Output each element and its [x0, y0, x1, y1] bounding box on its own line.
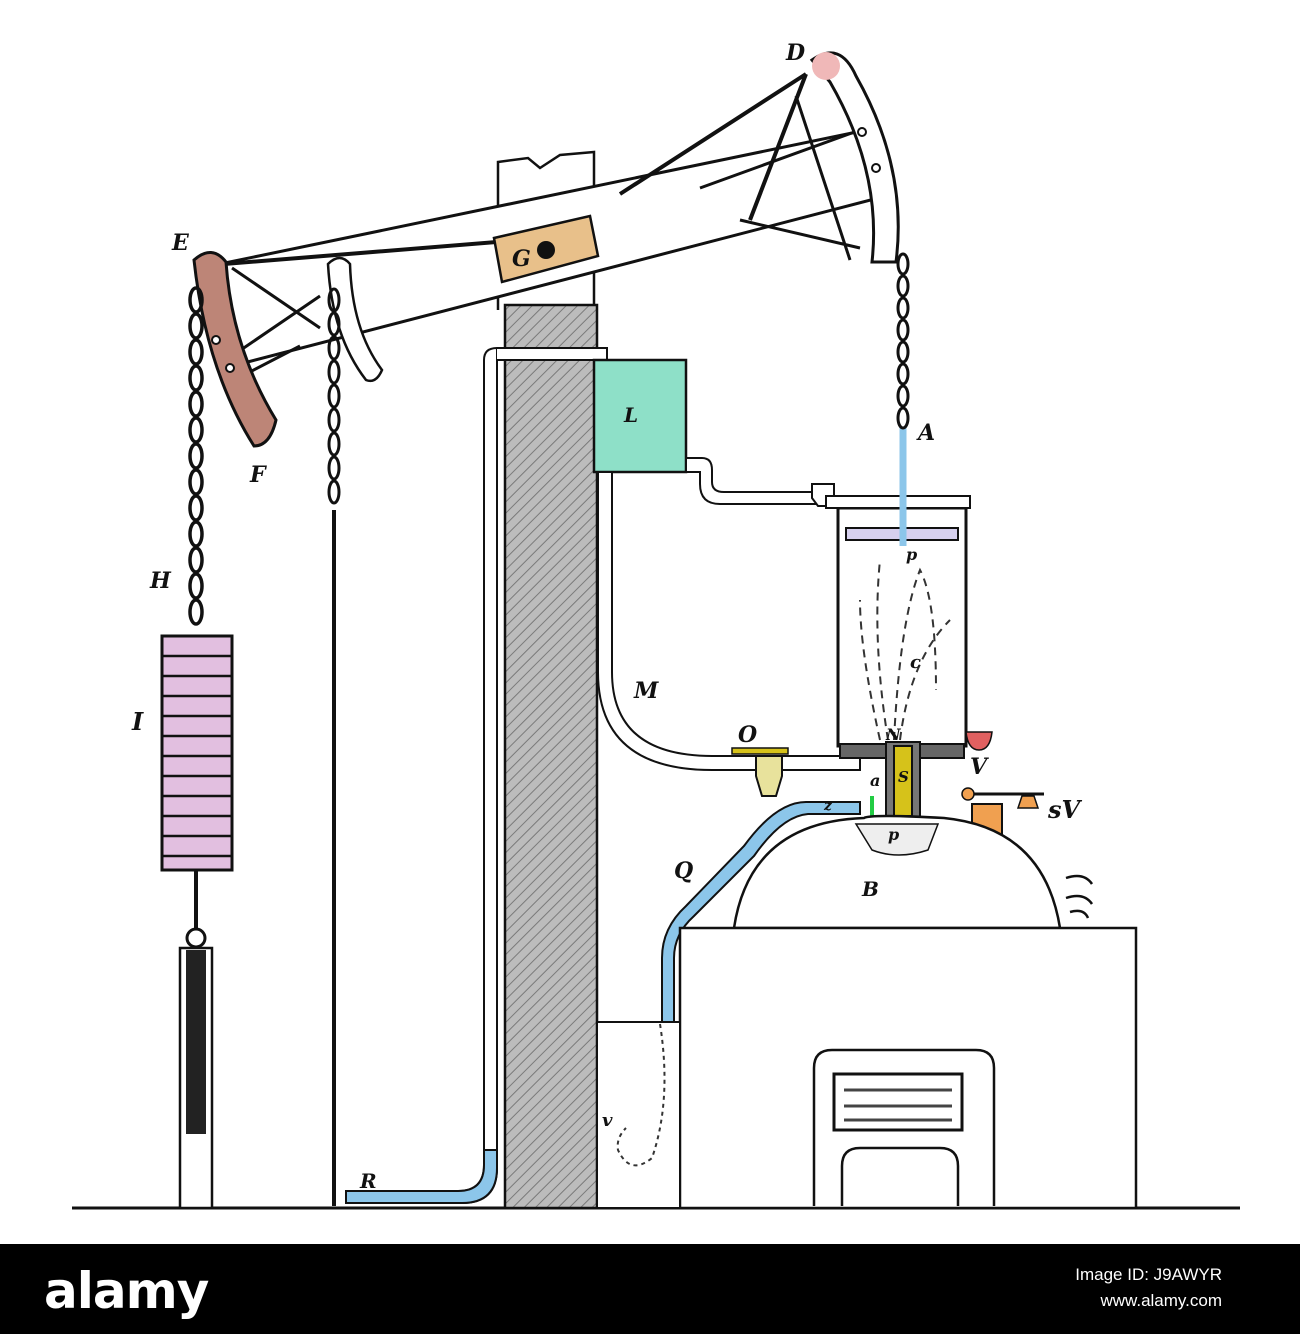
label-m: M	[633, 678, 659, 704]
boiler-b	[732, 814, 1062, 930]
label-c: c	[910, 652, 921, 673]
sv-pivot	[961, 787, 975, 801]
fire-door	[812, 1048, 996, 1206]
label-s: S	[898, 768, 909, 786]
label-a-upper: A	[916, 420, 935, 446]
label-sv: sV	[1047, 795, 1083, 824]
label-h: H	[149, 568, 172, 594]
pump-rod-arch	[326, 256, 384, 383]
beam-struts	[231, 95, 861, 376]
siphon-v	[616, 1023, 666, 1167]
label-z: z	[823, 798, 833, 814]
sv-weight	[1016, 795, 1040, 809]
label-b: B	[861, 877, 879, 901]
injection-pipe	[685, 457, 823, 505]
label-l: L	[623, 403, 638, 427]
pivot-bolt	[537, 241, 555, 259]
arch-head-d	[809, 51, 900, 264]
piston-chain	[896, 252, 910, 430]
water-jet-c	[859, 559, 951, 741]
wall-pillar	[503, 303, 599, 1210]
arch-d-tip	[812, 52, 840, 80]
image-id-text: Image ID: J9AWYR	[1075, 1265, 1222, 1284]
furnace	[678, 926, 1138, 1210]
label-a-lower: a	[870, 771, 880, 790]
arch-head-e	[192, 251, 278, 448]
cylinder-cap	[825, 495, 971, 509]
seal-v	[965, 731, 993, 751]
label-v-small: v	[602, 1110, 613, 1131]
site-url: www.alamy.com	[1100, 1291, 1222, 1310]
counterweight-bands	[162, 654, 232, 858]
hot-well	[596, 1021, 681, 1209]
pump-rod-chain	[327, 287, 341, 505]
label-i: I	[131, 707, 144, 736]
pipe-m	[597, 471, 861, 771]
door-grate-bars	[844, 1088, 952, 1122]
watermark-footer: alamy Image ID: J9AWYR www.alamy.com	[0, 1244, 1300, 1334]
cistern-l	[592, 358, 688, 474]
label-q: Q	[674, 858, 693, 884]
label-r: R	[359, 1169, 377, 1193]
pump-plunger	[186, 950, 206, 1134]
image-id-block: Image ID: J9AWYR www.alamy.com	[1075, 1262, 1222, 1314]
arch-head-e-holes	[211, 335, 235, 373]
ash-pit	[840, 1146, 960, 1206]
label-p-bottom: p	[888, 825, 899, 844]
pump-joint	[185, 927, 207, 949]
label-n: N	[885, 725, 902, 744]
arch-head-d-holes	[857, 127, 881, 173]
newcomen-engine-diagram: D E F G H I A L p c M O N a S V sV z p Q…	[72, 40, 1240, 1210]
gauge-cocks	[1065, 874, 1094, 919]
cock-o	[755, 755, 783, 797]
boiler-top-p	[854, 823, 940, 856]
alamy-logo: alamy	[44, 1262, 209, 1320]
labels: D E F G H I A L p c M O N a S V sV z p Q…	[131, 40, 1083, 1193]
supply-pipe	[345, 346, 498, 1204]
label-v: V	[970, 754, 989, 780]
label-f: F	[249, 462, 267, 488]
pipe-to-tank	[497, 347, 608, 361]
label-o: O	[738, 722, 757, 748]
label-g: G	[512, 246, 531, 272]
cock-o-handle	[731, 747, 789, 755]
label-p-top: p	[906, 545, 917, 564]
door-grate	[832, 1072, 964, 1132]
weight-chain-h	[188, 286, 204, 626]
pipe-a-marker	[870, 796, 874, 824]
beam-tie-rods	[223, 72, 808, 266]
pipe-r-water	[345, 1149, 498, 1204]
label-d: D	[785, 40, 805, 66]
label-e: E	[171, 230, 190, 256]
